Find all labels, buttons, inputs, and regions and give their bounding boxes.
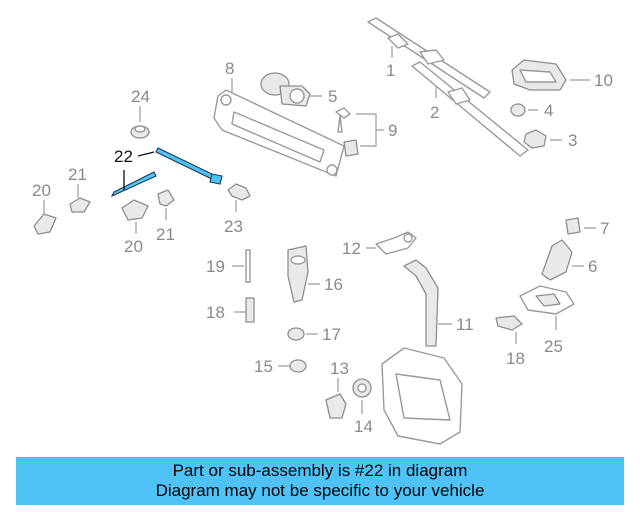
part-11-filler-neck[interactable]: [403, 259, 439, 347]
callout-7: 7: [600, 219, 609, 238]
parts-diagram: 1 2 10 4 3 8 5: [32, 17, 613, 445]
callout-10: 10: [594, 71, 613, 90]
callout-4: 4: [544, 101, 553, 120]
callout-17: 17: [322, 325, 341, 344]
callout-1: 1: [386, 61, 395, 80]
part-5-wiper-motor[interactable]: [260, 72, 311, 107]
callout-24: 24: [131, 87, 150, 106]
part-2-wiper-arm[interactable]: [411, 61, 529, 157]
callout-13: 13: [330, 359, 349, 378]
info-banner: Part or sub-assembly is #22 in diagram D…: [16, 457, 624, 505]
callout-18a: 18: [206, 303, 225, 322]
callout-21a: 21: [68, 165, 87, 184]
callout-21b: 21: [156, 225, 175, 244]
banner-line-2: Diagram may not be specific to your vehi…: [155, 481, 485, 500]
callout-2: 2: [430, 103, 439, 122]
part-17-grommet[interactable]: [287, 327, 305, 341]
callout-20a: 20: [32, 181, 51, 200]
callout-22: 22: [114, 147, 133, 166]
part-8-linkage-frame[interactable]: [213, 89, 345, 177]
part-25-pump-bracket[interactable]: [519, 285, 575, 315]
banner-line-1: Part or sub-assembly is #22 in diagram: [172, 461, 468, 480]
callout-16: 16: [324, 275, 343, 294]
part-18-connector-right[interactable]: [495, 315, 523, 331]
callout-6: 6: [588, 257, 597, 276]
callout-18b: 18: [506, 349, 525, 368]
part-20-nozzle-center[interactable]: [121, 199, 149, 221]
part-24-grommet[interactable]: [130, 125, 150, 139]
washer-reservoir[interactable]: [381, 347, 463, 445]
part-7-bushing[interactable]: [565, 217, 581, 235]
callout-8: 8: [225, 59, 234, 78]
part-18-connector-left[interactable]: [245, 297, 255, 323]
part-14-seal-ring[interactable]: [352, 378, 372, 398]
part-21-nozzle-left[interactable]: [69, 197, 91, 213]
part-16-pump[interactable]: [287, 245, 309, 303]
callout-23: 23: [224, 217, 243, 236]
part-23-connector[interactable]: [227, 183, 251, 201]
callout-5: 5: [328, 87, 337, 106]
callout-9: 9: [388, 121, 397, 140]
callout-25: 25: [544, 337, 563, 356]
part-19-pin[interactable]: [245, 249, 251, 283]
part-15-grommet[interactable]: [289, 359, 307, 373]
part-12-seal[interactable]: [375, 231, 417, 255]
part-3-nut[interactable]: [523, 129, 547, 149]
part-4-cap[interactable]: [510, 103, 526, 117]
part-21-nozzle-center[interactable]: [157, 189, 175, 207]
part-1-wiper-arm[interactable]: [367, 17, 491, 99]
callout-19: 19: [206, 257, 225, 276]
callout-3: 3: [568, 131, 577, 150]
callout-15: 15: [254, 357, 273, 376]
callout-12: 12: [342, 239, 361, 258]
part-22-washer-hose[interactable]: [110, 147, 223, 198]
part-10-motor-cover[interactable]: [511, 59, 567, 91]
callout-20b: 20: [124, 237, 143, 256]
part-13-sensor[interactable]: [325, 393, 347, 419]
callout-14: 14: [354, 417, 373, 436]
callout-11: 11: [456, 315, 474, 334]
part-20-nozzle-left[interactable]: [33, 213, 57, 235]
part-9-fasteners[interactable]: [335, 107, 359, 157]
part-6-bracket[interactable]: [541, 239, 573, 281]
